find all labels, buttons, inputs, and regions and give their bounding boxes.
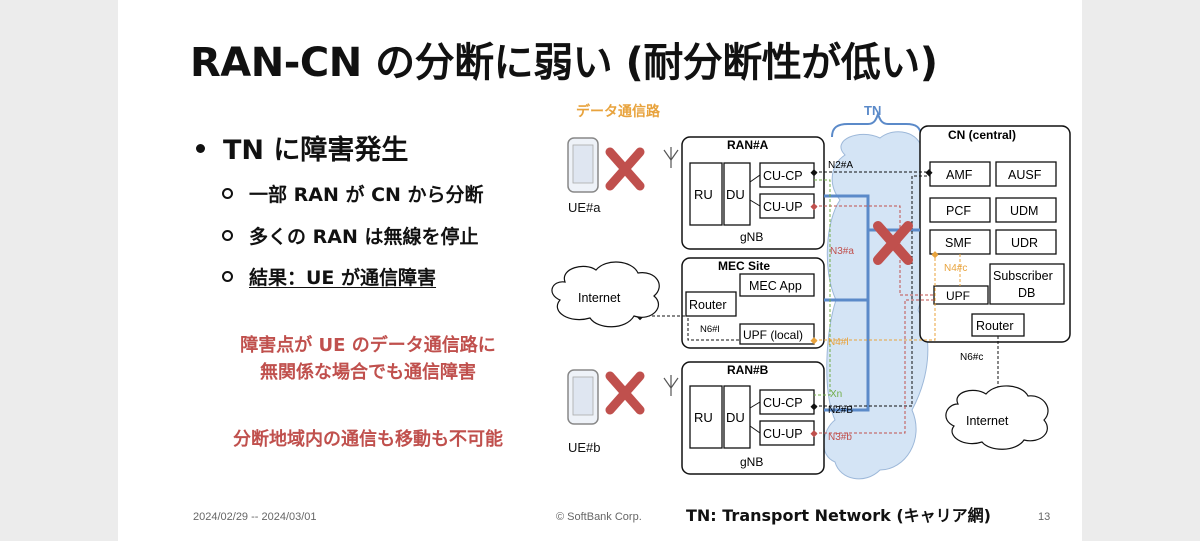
fault-x-icon: [605, 147, 645, 191]
n4c-label: N4#c: [944, 263, 967, 274]
n4-links: [814, 254, 961, 341]
ran-b-du-label: DU: [726, 410, 745, 425]
ran-a-du-label: DU: [726, 187, 745, 202]
note-partition: 分断地域内の通信も移動も不可能: [233, 429, 503, 450]
slide-title: RAN-CN の分断に弱い (耐分断性が低い): [190, 40, 938, 86]
sub-bullet-1: 一部 RAN が CN から分断: [222, 180, 484, 207]
ran-b-gnb: gNB: [740, 455, 763, 469]
ran-b-ru: [689, 385, 723, 449]
mec-router-box: [685, 291, 737, 317]
cn-upf-label: UPF: [946, 289, 970, 303]
ring-bullet-icon: [222, 271, 233, 282]
internet-label-left: Internet: [578, 291, 621, 305]
mec-site-title: MEC Site: [718, 259, 770, 273]
udr-label: UDR: [1011, 236, 1038, 250]
ue-b-label: UE#b: [568, 440, 601, 455]
note-line-1: 障害点が UE のデータ通信路に: [240, 335, 496, 356]
cn-router-label: Router: [976, 319, 1014, 333]
n2b-label: N2#B: [828, 405, 853, 416]
subscriber-db-box: [989, 263, 1065, 305]
pcf-label: PCF: [946, 204, 971, 218]
udm-box: [995, 197, 1057, 223]
internet-cloud-icon: [945, 385, 1049, 450]
ran-b-cuup-label: CU-UP: [763, 427, 803, 441]
footer-copyright: © SoftBank Corp.: [556, 511, 642, 523]
ue-a-phone-icon: [567, 137, 599, 193]
n3b-label: N3#b: [828, 432, 852, 443]
tn-brace: [831, 110, 922, 138]
ausf-box: [995, 161, 1057, 187]
n2a-label: N2#A: [828, 160, 853, 171]
note-impact: 障害点が UE のデータ通信路に 無関係な場合でも通信障害: [178, 332, 558, 386]
internet-cloud-icon: [551, 261, 660, 328]
xn-link: [814, 179, 831, 396]
ring-bullet-icon: [222, 230, 233, 241]
udm-label: UDM: [1010, 204, 1038, 218]
sub-bullet-3-text: 結果：UE が通信障害: [249, 267, 437, 289]
mec-router-label: Router: [689, 298, 727, 312]
n4l-label: N4#l: [828, 337, 849, 348]
cn-title: CN (central): [948, 128, 1016, 142]
sub-bullet-1-text: 一部 RAN が CN から分断: [249, 184, 484, 206]
udr-box: [995, 229, 1057, 255]
antenna-icon: [663, 375, 679, 396]
amf-box: [929, 161, 991, 187]
ran-a-ru: [689, 162, 723, 226]
xn-label: Xn: [830, 389, 842, 400]
ran-b-cucp-label: CU-CP: [763, 396, 803, 410]
page-number: 13: [1038, 511, 1051, 523]
mec-upf-label: UPF (local): [743, 328, 803, 342]
n6c-label: N6#c: [960, 352, 983, 363]
fault-x-icon: [873, 221, 913, 265]
ran-a-du: [723, 162, 751, 226]
ring-bullet-icon: [222, 188, 233, 199]
note-line-2: 無関係な場合でも通信障害: [260, 362, 476, 383]
amf-label: AMF: [946, 168, 973, 182]
bullet-dot-icon: [196, 144, 205, 153]
mec-app-box: [739, 273, 815, 297]
ue-a-label: UE#a: [568, 200, 601, 215]
cn-upf-box: [933, 285, 989, 305]
ran-a-cucp-label: CU-CP: [763, 169, 803, 183]
ran-a-gnb: gNB: [740, 230, 763, 244]
sub-bullet-3: 結果：UE が通信障害: [222, 263, 436, 290]
ran-b-ru-label: RU: [694, 410, 713, 425]
footer-date: 2024/02/29 -- 2024/03/01: [193, 511, 317, 523]
n6-l-label: N6#l: [700, 324, 720, 335]
pcf-box: [929, 197, 991, 223]
n3a-label: N3#a: [830, 246, 854, 257]
tn-label: TN: [864, 103, 881, 118]
antenna-icon: [663, 147, 679, 168]
ue-b-phone-icon: [567, 369, 599, 425]
fault-x-icon: [605, 371, 645, 415]
ran-b-du: [723, 385, 751, 449]
bullet-main: TN に障害発生: [196, 128, 408, 167]
ausf-label: AUSF: [1008, 168, 1042, 182]
smf-label: SMF: [945, 236, 972, 250]
sub-bullet-2-text: 多くの RAN は無線を停止: [249, 226, 479, 248]
subscriber-label: Subscriber: [993, 269, 1053, 283]
internet-label-right: Internet: [966, 414, 1009, 428]
tn-legend: TN: Transport Network (キャリア網): [686, 506, 991, 525]
bullet-main-text: TN に障害発生: [223, 135, 409, 166]
tn-cloud: [823, 131, 935, 480]
mec-upf-box: [739, 323, 815, 345]
ran-b-title: RAN#B: [727, 363, 769, 377]
ran-a-cuup-label: CU-UP: [763, 200, 803, 214]
sub-bullet-2: 多くの RAN は無線を停止: [222, 222, 478, 249]
ran-a-ru-label: RU: [694, 187, 713, 202]
db-label: DB: [1018, 286, 1035, 300]
smf-box: [929, 229, 991, 255]
ran-a-title: RAN#A: [727, 138, 769, 152]
mec-app-label: MEC App: [749, 279, 802, 293]
data-path-label: データ通信路: [576, 103, 661, 119]
